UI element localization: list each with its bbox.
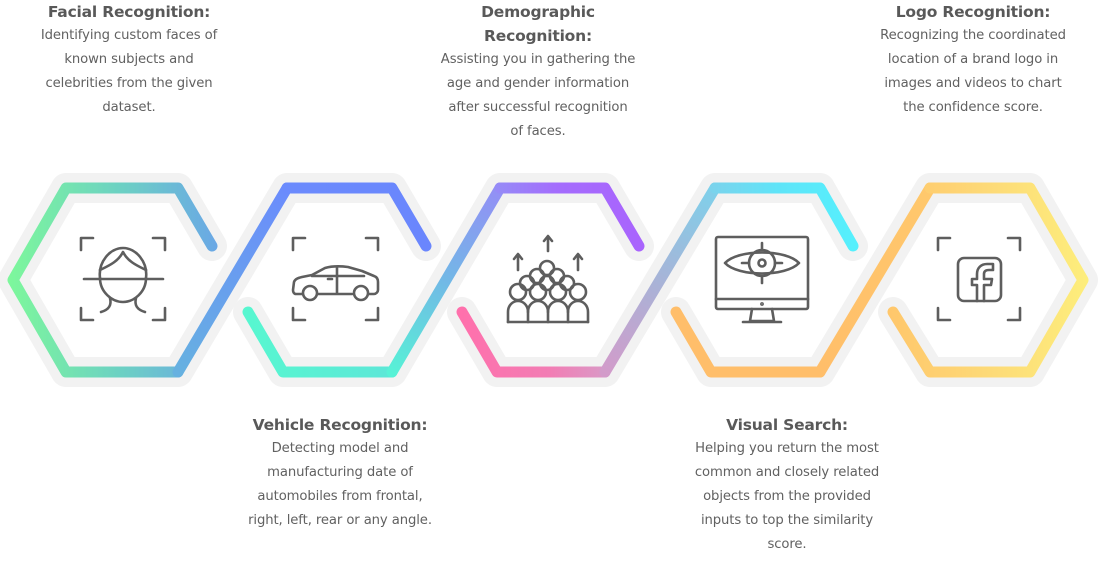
feature-title: Facial Recognition: — [47, 3, 211, 21]
feature-vehicle: Vehicle Recognition: Detecting model and… — [230, 413, 450, 533]
hex-4-top — [709, 182, 859, 252]
feature-description-line: known subjects and — [64, 52, 194, 67]
feature-description-line: objects from the provided — [703, 489, 871, 504]
feature-description-line: location of a brand logo in — [887, 52, 1059, 67]
feature-description-line: the confidence score. — [903, 100, 1043, 115]
hex-5-outline — [887, 182, 1089, 378]
monitor-eye-target-icon — [714, 235, 810, 324]
feature-title: Vehicle Recognition: — [252, 416, 428, 434]
feature-description-line: manufacturing date of — [267, 465, 413, 480]
feature-description-line: Identifying custom faces of — [40, 28, 218, 43]
feature-logo: Logo Recognition: Recognizing the coordi… — [863, 0, 1083, 120]
feature-description-line: common and closely related — [694, 465, 880, 480]
hex-3-bottom — [456, 306, 611, 378]
feature-description-line: images and videos to chart — [884, 76, 1062, 91]
hex-4-bottom — [670, 306, 826, 378]
feature-description-line: right, left, rear or any angle. — [248, 513, 432, 528]
feature-visual-search: Visual Search: Helping you return the mo… — [677, 413, 897, 557]
hex-connector-2-3 — [386, 182, 506, 378]
feature-demographic: Demographic Recognition: Assisting you i… — [428, 0, 648, 144]
hex-2-bottom — [242, 306, 398, 378]
track-layer — [0, 173, 1098, 387]
feature-description-line: dataset. — [102, 100, 156, 115]
feature-description-line: Assisting you in gathering the — [440, 52, 636, 67]
feature-description-line: Recognizing the coordinated — [880, 28, 1066, 43]
feature-description-line: Detecting model and — [271, 441, 409, 456]
facebook-logo-scan-icon — [936, 236, 1022, 322]
hex-1-outline — [7, 182, 218, 378]
feature-title: Visual Search: — [726, 416, 848, 434]
car-scan-icon — [291, 236, 380, 322]
face-scan-icon — [79, 236, 167, 322]
feature-description-line: automobiles from frontal, — [257, 489, 423, 504]
feature-description-line: celebrities from the given — [45, 76, 213, 91]
feature-facial: Facial Recognition: Identifying custom f… — [29, 0, 229, 120]
feature-title-line: Recognition: — [484, 27, 592, 45]
hex-connector-3-4 — [599, 182, 721, 378]
feature-title: Logo Recognition: — [895, 3, 1051, 21]
crowd-growth-icon — [506, 234, 590, 324]
feature-description-line: inputs to top the similarity — [700, 513, 874, 528]
feature-description-line: score. — [767, 537, 807, 552]
hex-connector-4-5 — [814, 182, 936, 378]
feature-description-line: of faces. — [510, 124, 566, 139]
hex-2-top — [281, 182, 432, 252]
hex-connector-1-2 — [172, 182, 293, 378]
feature-description-line: age and gender information — [446, 76, 630, 91]
feature-description-line: Helping you return the most — [695, 441, 879, 456]
feature-title-line: Demographic — [481, 3, 595, 21]
feature-description-line: after successful recognition — [448, 100, 628, 115]
hex-3-top — [494, 182, 645, 252]
